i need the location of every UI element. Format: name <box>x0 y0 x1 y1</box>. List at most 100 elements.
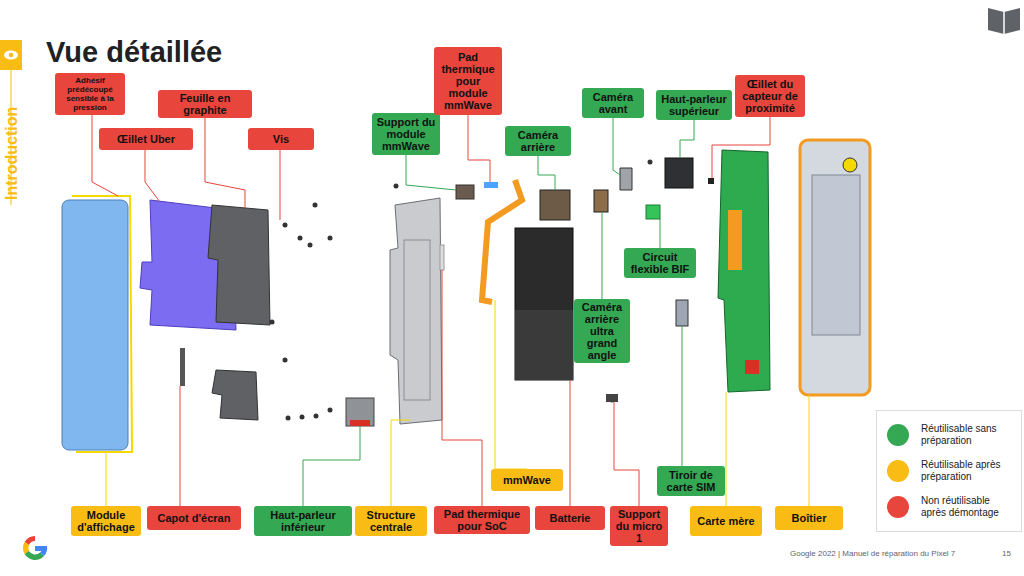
callout-box: Caméra arrière ultra grand angle <box>574 299 630 363</box>
front-camera <box>620 168 632 190</box>
soc-pad <box>440 245 444 270</box>
screws <box>270 160 653 421</box>
callout-text: Caméra arrière <box>508 129 568 153</box>
callout-content: Œillet Uber <box>117 133 175 145</box>
battery-label <box>515 310 573 380</box>
lower-speaker <box>346 398 374 426</box>
callout-content: Haut-parleur inférieur <box>257 509 349 533</box>
callout-content: Capot d'écran <box>158 512 231 524</box>
callout-box: Carte mère <box>690 506 762 536</box>
legend-swatch <box>887 496 909 518</box>
eye-icon <box>4 51 18 60</box>
callout-box: Haut-parleur supérieur <box>656 90 732 120</box>
legend-text: Non réutilisable après démontage <box>921 495 1017 519</box>
graphite-sheet-lower <box>212 370 258 420</box>
legend-box: Réutilisable sans préparationRéutilisabl… <box>876 410 1022 532</box>
callout-content: Adhésif prédécoupé sensible à la pressio… <box>58 76 122 112</box>
legend-row: Réutilisable sans préparation <box>881 417 1017 453</box>
callout-box: Capot d'écran <box>147 506 241 530</box>
callout-box: Œillet du capteur de proximité <box>735 75 805 117</box>
callout-content: Support du module mmWave <box>375 116 437 152</box>
callout-content: Caméra arrière ultra grand angle <box>577 301 627 361</box>
callout-content: Œillet du capteur de proximité <box>738 78 802 114</box>
legend-swatch <box>887 424 909 446</box>
side-tab <box>0 40 22 70</box>
callout-box: Boîtier <box>775 506 843 530</box>
callout-text: Support du micro 1 <box>613 508 665 544</box>
legend-row: Non réutilisable après démontage <box>881 489 1017 525</box>
leader-lines-yellow <box>106 300 809 506</box>
callout-content: Structure centrale <box>358 509 424 533</box>
callout-box: Pad thermique pour module mmWave <box>434 47 502 115</box>
top-speaker <box>665 158 693 188</box>
callout-text: Œillet Uber <box>117 133 175 145</box>
book-spine <box>1003 12 1005 34</box>
housing <box>800 140 870 395</box>
mmwave-pad <box>484 182 498 188</box>
bif-flex <box>646 205 660 219</box>
lower-speaker-seal <box>350 420 370 426</box>
callout-text: Pad thermique pour module mmWave <box>437 51 499 111</box>
callout-text: Support du module mmWave <box>375 116 437 152</box>
callout-box: Circuit flexible BIF <box>624 248 696 278</box>
rear-camera <box>540 190 570 220</box>
callout-content: Feuille en graphite <box>161 92 249 116</box>
mid-frame-rib <box>404 240 430 400</box>
page-title: Vue détaillée <box>46 36 222 69</box>
callout-text: Boîtier <box>792 512 827 524</box>
legend-swatch <box>887 460 909 482</box>
callout-box: Vis <box>248 128 314 150</box>
callout-box: Caméra arrière <box>505 126 571 156</box>
callout-content: Caméra arrière <box>508 129 568 153</box>
callout-box: Adhésif prédécoupé sensible à la pressio… <box>55 73 125 115</box>
callout-text: Adhésif prédécoupé sensible à la pressio… <box>58 76 122 112</box>
display-module <box>62 200 128 450</box>
callout-content: Support du micro 1 <box>613 508 665 544</box>
ultrawide-camera <box>594 190 608 212</box>
callout-text: Circuit flexible BIF <box>627 251 693 275</box>
callout-box: Support du module mmWave <box>372 113 440 155</box>
callout-content: Pad thermique pour SoC <box>437 508 527 532</box>
callout-content: Module d'affichage <box>74 509 138 533</box>
sim-tray <box>676 300 688 326</box>
callout-box: Module d'affichage <box>71 506 141 536</box>
callout-box: Pad thermique pour SoC <box>434 506 530 534</box>
callout-text: mmWave <box>503 474 551 486</box>
motherboard-connector <box>745 360 759 374</box>
callout-content: Carte mère <box>697 515 754 527</box>
callout-text: Carte mère <box>697 515 754 527</box>
callout-box: Feuille en graphite <box>158 90 252 118</box>
callout-text: Œillet du capteur de proximité <box>738 78 802 114</box>
callout-text: Caméra arrière ultra grand angle <box>577 301 627 361</box>
footer-text: Google 2022 | Manuel de réparation du Pi… <box>790 549 955 558</box>
callout-box: Batterie <box>535 506 605 530</box>
google-logo <box>23 536 47 560</box>
legend-text: Réutilisable sans préparation <box>921 423 1017 447</box>
proximity-grommet <box>708 178 714 184</box>
callout-box: Caméra avant <box>582 88 644 118</box>
housing-camera <box>843 158 857 172</box>
callout-content: mmWave <box>503 474 551 486</box>
callout-text: Pad thermique pour SoC <box>437 508 527 532</box>
callout-text: Capot d'écran <box>158 512 231 524</box>
callout-box: Structure centrale <box>355 506 427 536</box>
callout-text: Haut-parleur inférieur <box>257 509 349 533</box>
callout-text: Module d'affichage <box>74 509 138 533</box>
callout-content: Pad thermique pour module mmWave <box>437 51 499 111</box>
callout-text: Haut-parleur supérieur <box>659 93 729 117</box>
callout-text: Feuille en graphite <box>161 92 249 116</box>
book-icon <box>988 8 1020 34</box>
callout-text: Caméra avant <box>585 91 641 115</box>
section-tab-label: Introduction <box>3 107 21 200</box>
callout-box: Tiroir de carte SIM <box>657 466 725 496</box>
callout-box: Support du micro 1 <box>610 506 668 546</box>
callout-text: Batterie <box>550 512 591 524</box>
adhesive-outline <box>72 196 132 452</box>
mic-bracket <box>606 394 618 402</box>
callout-text: Structure centrale <box>358 509 424 533</box>
callout-text: Vis <box>273 133 289 145</box>
legend-text: Réutilisable après préparation <box>921 459 1017 483</box>
mid-frame <box>390 198 442 424</box>
graphite-sheet <box>208 205 270 325</box>
